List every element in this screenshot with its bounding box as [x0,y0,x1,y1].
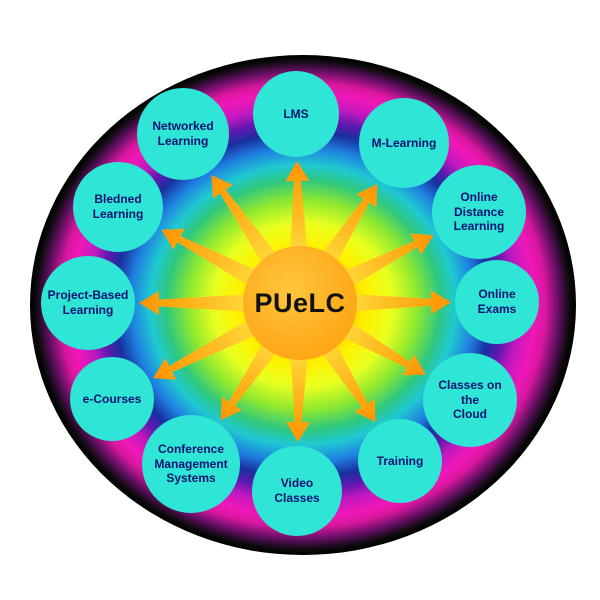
node-m-learning: M-Learning [359,98,449,188]
node-label: Online Distance Learning [453,190,505,234]
node-label: Networked Learning [152,119,214,148]
center-sun: PUeLC [243,246,357,360]
center-label: PUeLC [254,287,346,318]
node-training: Training [358,419,442,503]
node-lms: LMS [253,71,339,157]
node-online-distance-learning: Online Distance Learning [432,165,526,259]
node-label: Training [376,453,424,468]
node-label: LMS [283,106,309,121]
node-conference-management-systems: Conference Management Systems [142,415,240,513]
node-label: Project-Based Learning [47,288,129,317]
node-label: M-Learning [371,135,437,150]
node-video-classes: Video Classes [252,446,342,536]
node-networked-learning: Networked Learning [137,88,229,180]
node-label: Conference Management Systems [154,442,228,486]
node-project-based-learning: Project-Based Learning [41,256,135,350]
node-e-courses: e-Courses [70,357,154,441]
node-label: e-Courses [82,391,142,406]
node-label: Online Exams [477,287,517,316]
node-label: Bledned Learning [92,192,144,221]
node-blended-learning: Bledned Learning [73,162,163,252]
node-label: Video Classes [274,476,320,505]
node-label: Classes on the Cloud [438,378,502,422]
node-online-exams: Online Exams [455,260,539,344]
node-classes-on-the-cloud: Classes on the Cloud [423,353,517,447]
